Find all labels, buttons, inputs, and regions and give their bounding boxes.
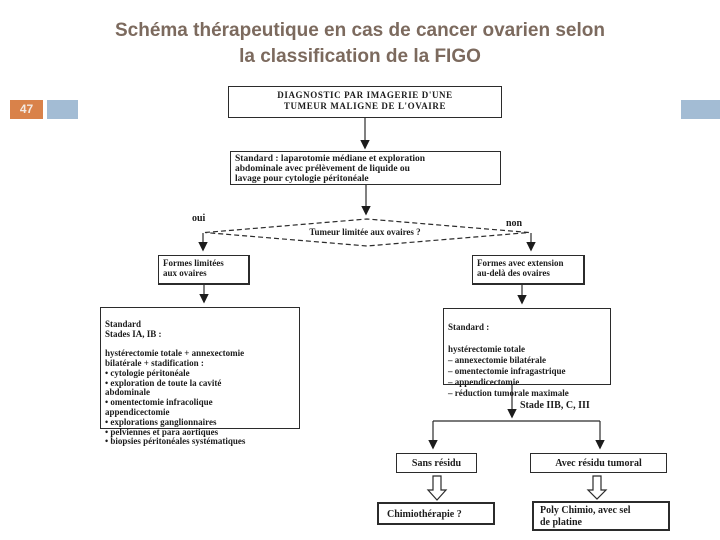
diagnosis-box: DIAGNOSTIC PAR IMAGERIE D'UNE TUMEUR MAL… [228,86,502,118]
standard-early-stage-box: Standard Stades IA, IB : hystérectomie t… [100,307,300,446]
yes-label: oui [192,213,206,224]
stage-label: Stade IIB, C, III [520,400,590,411]
standard-advanced-box: Standard : hystérectomie totale – annexe… [443,308,611,398]
limited-forms-box: Formes limitées aux ovaires [158,255,250,285]
extended-forms-box: Formes avec extension au-delà des ovaire… [472,255,585,285]
decision-question: Tumeur limitée aux ovaires ? [309,227,421,237]
accent-bar-right [681,100,720,119]
standard-early-body: hystérectomie totale + annexectomie bila… [105,348,246,447]
no-label: non [506,218,523,229]
page-number: 47 [10,100,43,119]
block-arrow-down-icon [586,475,608,500]
poly-chemo-box: Poly Chimio, avec sel de platine [532,501,670,531]
chemotherapy-box: Chimiothérapie ? [377,502,495,525]
standard-early-heading-text: Standard Stades IA, IB : [105,318,162,339]
laparotomy-box: Standard : laparotomie médiane et explor… [230,151,501,185]
standard-advanced-heading-text: Standard : [448,322,490,332]
slide-title: Schéma thérapeutique en cas de cancer ov… [115,20,605,67]
standard-advanced-body: hystérectomie totale – annexectomie bila… [448,344,569,398]
block-arrow-down-icon [426,475,448,501]
accent-bar-left [47,100,78,119]
no-residue-box: Sans résidu [396,453,477,473]
residue-box: Avec résidu tumoral [530,453,667,473]
